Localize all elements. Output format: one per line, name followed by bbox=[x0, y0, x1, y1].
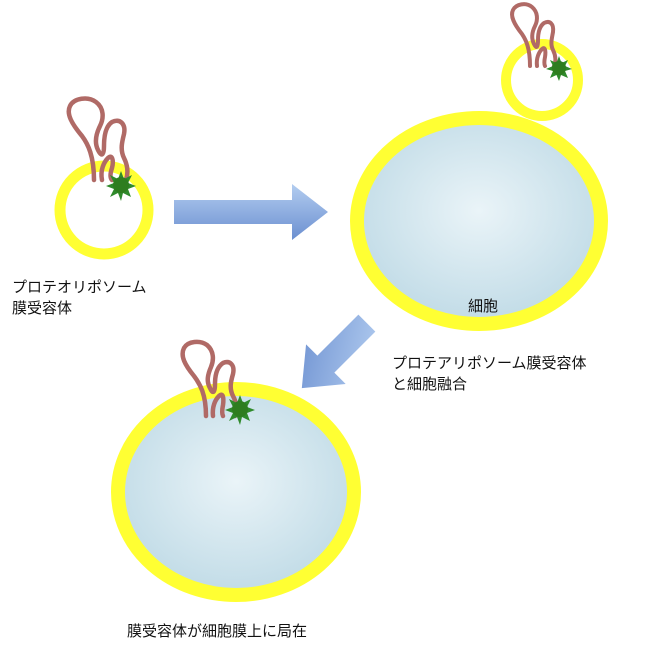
fusion-label: プロテアリポソーム膜受容体 と細胞融合 bbox=[392, 353, 587, 395]
receptor-loop-icon bbox=[510, 2, 558, 68]
cell-bottom bbox=[111, 339, 361, 602]
cell-label: 細胞 bbox=[468, 297, 499, 315]
green-star-ligand-icon bbox=[225, 395, 255, 425]
fusion-label-line2: と細胞融合 bbox=[392, 375, 468, 393]
liposome-membrane bbox=[501, 39, 583, 121]
proteoliposome-fusing bbox=[501, 2, 583, 121]
green-star-ligand-icon bbox=[106, 171, 136, 201]
receptor-loop-icon bbox=[180, 339, 239, 419]
block-arrow-icon bbox=[301, 314, 376, 389]
localized-label: 膜受容体が細胞膜上に局在 bbox=[127, 622, 308, 640]
cell-membrane bbox=[111, 382, 361, 602]
fusion-label-line1: プロテアリポソーム膜受容体 bbox=[392, 354, 587, 372]
cell-membrane bbox=[350, 111, 608, 331]
cell-top bbox=[350, 111, 608, 331]
proteoliposome-label-line1: プロテオリポソーム bbox=[12, 278, 147, 296]
block-arrow-icon bbox=[174, 184, 328, 240]
proteoliposome-label: プロテオリポソーム 膜受容体 bbox=[12, 277, 147, 319]
proteoliposome-small bbox=[54, 96, 154, 260]
green-star-ligand-icon bbox=[546, 56, 572, 81]
proteoliposome-label-line2: 膜受容体 bbox=[12, 299, 73, 317]
